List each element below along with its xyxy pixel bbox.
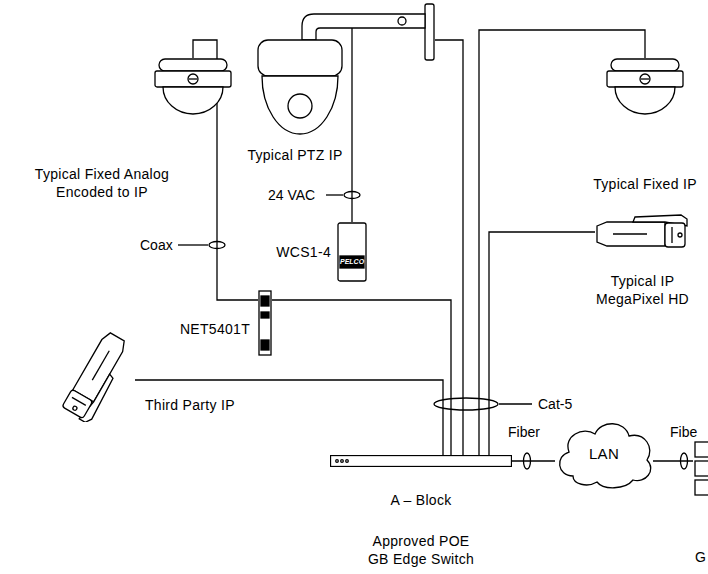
cable-label: Fibe xyxy=(668,424,699,440)
fixed-dome-camera-icon xyxy=(153,58,233,116)
cable-label: Fiber xyxy=(506,424,542,440)
bullet-camera-icon xyxy=(595,214,690,254)
node-label: Third Party IP xyxy=(145,396,265,414)
node-label: G xyxy=(695,548,707,566)
cable-label: Coax xyxy=(138,237,175,253)
fixed-dome-camera-icon xyxy=(605,58,685,116)
cable-label: Cat-5 xyxy=(536,396,574,412)
node-label: LAN xyxy=(553,445,655,463)
cable-ring xyxy=(681,453,688,469)
leader-line xyxy=(326,194,343,195)
cable-line xyxy=(435,40,463,455)
leader-line xyxy=(499,403,532,404)
node-label: A – Block xyxy=(376,491,466,509)
node-label: Typical IP MegaPixel HD xyxy=(580,272,705,308)
ptz-dome-camera: Typical PTZ IP xyxy=(250,0,435,140)
poe-switch: A – BlockApproved POE GB Edge Switch xyxy=(330,455,512,467)
bullet-camera: Typical IP MegaPixel HD xyxy=(595,214,690,254)
node-label: NET5401T xyxy=(170,320,250,338)
ptz-dome-camera-icon xyxy=(250,0,435,140)
server-rack-icon xyxy=(693,440,708,500)
leader-line xyxy=(178,244,208,245)
cable-ring xyxy=(209,242,225,249)
power-supply-box-icon xyxy=(337,222,367,282)
fixed-dome-camera: Typical Fixed Analog Encoded to IP xyxy=(153,58,233,116)
cable-label: 24 VAC xyxy=(266,187,317,203)
cable-line xyxy=(135,380,443,455)
bullet-camera: Third Party IP xyxy=(60,330,135,422)
lan-cloud: LAN xyxy=(553,418,655,490)
node-label: Typical Fixed IP xyxy=(590,175,700,193)
cable-line xyxy=(272,300,451,455)
node-label: PELCO xyxy=(340,256,364,268)
poe-switch-icon xyxy=(330,455,512,467)
cable-line xyxy=(489,232,595,455)
cable-line xyxy=(512,460,555,461)
video-encoder: NET5401T xyxy=(258,290,272,356)
bullet-camera-icon xyxy=(60,330,135,422)
node-label: WCS1-4 xyxy=(271,243,331,261)
node-label: Typical Fixed Analog Encoded to IP xyxy=(12,165,192,201)
cable-line xyxy=(351,140,352,222)
node-label: Typical PTZ IP xyxy=(245,146,345,164)
cable-ring xyxy=(344,192,360,199)
video-encoder-icon xyxy=(258,290,272,356)
server-rack: G xyxy=(693,440,708,500)
cable-ring xyxy=(524,453,531,469)
power-supply-box: WCS1-4PELCO xyxy=(337,222,367,282)
fixed-dome-camera: Typical Fixed IP xyxy=(605,58,685,116)
node-label: Approved POE GB Edge Switch xyxy=(363,532,479,568)
